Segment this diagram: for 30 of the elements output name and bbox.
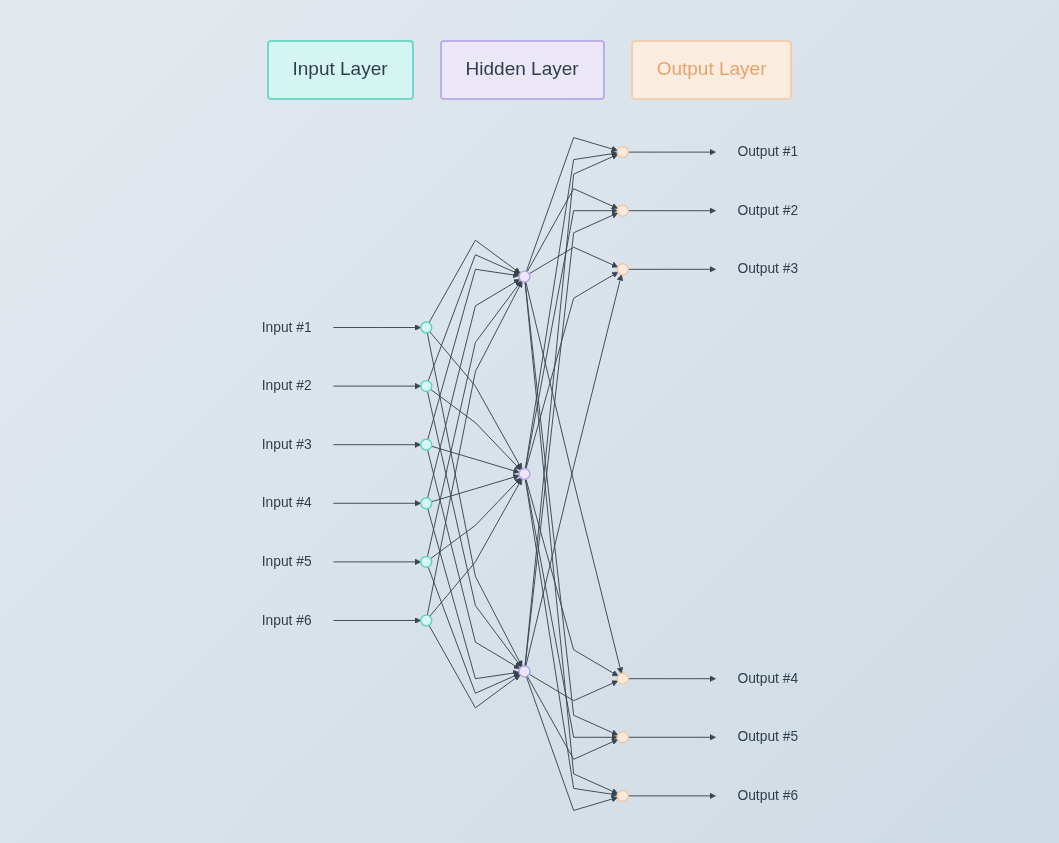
node-circle [616, 263, 629, 276]
node-text: Output #5 [737, 729, 798, 745]
node-text: Input #4 [261, 495, 312, 511]
legend-item: Hidden Layer [439, 40, 605, 100]
node-text: Input #3 [261, 436, 312, 452]
node-circle [616, 789, 629, 803]
node-circle [419, 614, 433, 627]
legend-item: Output Layer [630, 40, 793, 100]
node-circle [616, 204, 629, 217]
node-text: Input #5 [261, 553, 312, 569]
node-text: Input #1 [261, 319, 312, 335]
node-circle [517, 467, 531, 481]
node-circle [517, 270, 531, 283]
node-text: Output #2 [737, 202, 798, 218]
node-circle [419, 497, 433, 510]
node-circle [616, 672, 629, 685]
node-circle [419, 438, 433, 451]
legend-item: Input Layer [266, 40, 414, 100]
node-text: Output #6 [737, 787, 798, 803]
node-circle [419, 555, 433, 569]
node-text: Output #3 [737, 261, 798, 277]
node-text: Input #6 [261, 612, 312, 628]
node-text: Output #4 [737, 670, 798, 686]
node-circle [419, 321, 433, 334]
node-circle [616, 145, 629, 159]
node-circle [616, 731, 629, 744]
node-circle [419, 379, 433, 393]
node-text: Input #2 [261, 377, 312, 394]
node-text: Output #1 [737, 143, 798, 160]
node-circle [517, 665, 531, 678]
